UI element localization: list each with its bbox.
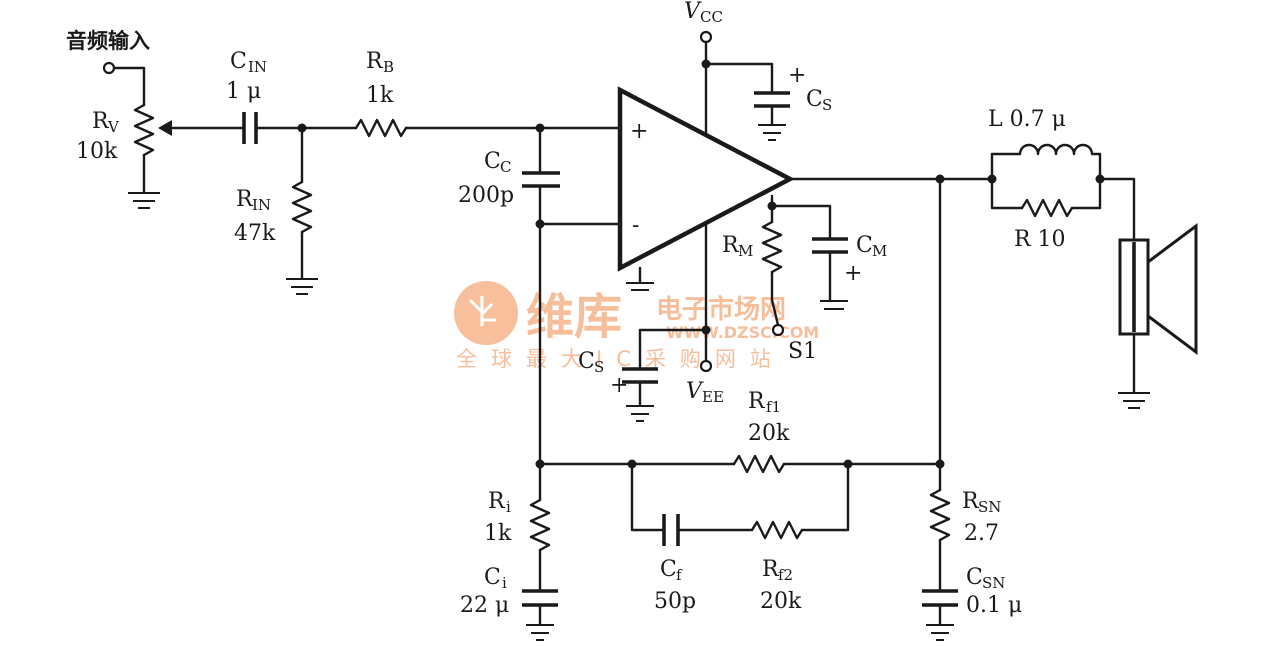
watermark-title: 电子市场网 — [656, 294, 786, 325]
opamp-section: C C 200p + - V CC + C S V EE — [458, 0, 887, 422]
r10-resistor — [1020, 198, 1074, 218]
svg-text:50p: 50p — [654, 589, 696, 614]
svg-text:10k: 10k — [76, 139, 118, 164]
svg-text:V: V — [686, 379, 704, 404]
watermark-brand: 维库 — [526, 289, 622, 345]
watermark-logo-icon — [454, 281, 518, 345]
svg-text:S: S — [822, 96, 832, 114]
svg-text:C: C — [578, 349, 595, 374]
rf2-resistor — [750, 520, 804, 540]
ri-resistor — [529, 498, 551, 552]
audio-input-label: 音频输入 — [66, 29, 150, 53]
watermark: 维库 电子市场网 WWW.DZSC.COM 全球最大IC采购网站 — [454, 281, 819, 371]
svg-text:200p: 200p — [458, 183, 514, 208]
svg-text:0.1 μ: 0.1 μ — [966, 593, 1022, 618]
svg-text:B: B — [383, 58, 394, 76]
svg-text:R: R — [488, 489, 506, 514]
svg-text:M: M — [872, 242, 887, 260]
svg-text:R: R — [962, 489, 980, 514]
svg-text:S1: S1 — [788, 339, 817, 364]
svg-text:C: C — [230, 49, 247, 74]
rf1-resistor — [732, 454, 786, 474]
svg-text:2.7: 2.7 — [964, 521, 999, 546]
svg-text:f1: f1 — [766, 398, 781, 416]
svg-text:+: + — [844, 261, 862, 286]
svg-text:i: i — [506, 498, 511, 516]
svg-text:SN: SN — [982, 574, 1005, 592]
svg-text:f2: f2 — [778, 566, 793, 584]
svg-text:C: C — [484, 565, 501, 590]
svg-text:1 μ: 1 μ — [226, 79, 261, 104]
svg-text:R 10: R 10 — [1014, 227, 1066, 252]
rv-potentiometer — [133, 103, 155, 157]
svg-text:SN: SN — [978, 498, 1001, 516]
svg-text:+: + — [610, 373, 628, 398]
input-terminal — [102, 61, 116, 75]
svg-text:20k: 20k — [760, 589, 802, 614]
svg-text:1k: 1k — [366, 83, 394, 108]
svg-text:R: R — [366, 49, 384, 74]
svg-text:L 0.7 μ: L 0.7 μ — [988, 107, 1066, 132]
vcc-terminal — [699, 30, 713, 44]
watermark-slogan: 全球最大IC采购网站 — [456, 347, 785, 371]
output-section: L 0.7 μ R 10 — [788, 107, 1198, 466]
svg-text:f: f — [676, 566, 683, 584]
vee-terminal — [699, 359, 713, 373]
svg-text:IN: IN — [252, 196, 271, 214]
svg-text:20k: 20k — [748, 421, 790, 446]
feedback-section: R f1 20k C f 50p R f2 20k R i 1k C i 22 … — [460, 222, 1022, 641]
svg-text:V: V — [684, 0, 702, 24]
svg-text:R: R — [236, 187, 254, 212]
svg-text:C: C — [660, 557, 677, 582]
svg-text:C: C — [500, 158, 511, 176]
svg-text:CC: CC — [700, 8, 723, 26]
svg-text:+: + — [630, 119, 648, 144]
svg-text:C: C — [966, 565, 983, 590]
svg-text:R: R — [92, 109, 110, 134]
l-inductor — [1018, 143, 1094, 156]
svg-text:C: C — [856, 233, 873, 258]
svg-text:EE: EE — [702, 388, 724, 406]
svg-text:C: C — [484, 149, 501, 174]
rm-resistor — [761, 220, 783, 274]
svg-text:R: R — [722, 233, 740, 258]
input-section: 音频输入 R V 10k C IN 1 μ R IN 47k — [66, 29, 622, 295]
svg-text:1k: 1k — [484, 521, 512, 546]
svg-text:R: R — [748, 389, 766, 414]
svg-text:+: + — [788, 63, 806, 88]
svg-text:C: C — [806, 87, 823, 112]
rsn-resistor — [929, 488, 951, 542]
svg-text:S: S — [594, 358, 604, 376]
svg-text:V: V — [107, 118, 120, 136]
s1-switch — [771, 323, 785, 337]
rb-resistor — [354, 118, 408, 138]
svg-text:-: - — [632, 213, 639, 238]
svg-text:M: M — [738, 242, 753, 260]
svg-text:22 μ: 22 μ — [460, 593, 509, 618]
svg-text:R: R — [762, 557, 780, 582]
svg-text:i: i — [502, 574, 507, 592]
svg-text:47k: 47k — [234, 221, 276, 246]
svg-text:IN: IN — [248, 58, 267, 76]
rin-resistor — [291, 180, 313, 234]
